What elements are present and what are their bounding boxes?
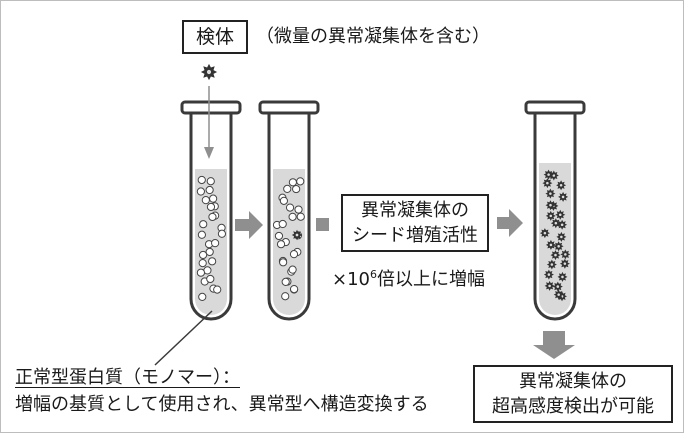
tube-3-aggregates (539, 169, 571, 302)
monomer-particle (211, 239, 220, 248)
monomer-particle (288, 178, 297, 187)
monomer-particle (205, 185, 214, 195)
amp-suffix: 倍以上に増幅 (377, 269, 485, 290)
aggregate-particle (550, 250, 561, 261)
monomer-particle (292, 184, 301, 194)
aggregate-particle (545, 200, 556, 211)
monomer-particle (296, 177, 305, 186)
aggregate-particle (542, 178, 553, 189)
aggregate-particle (558, 191, 569, 202)
aggregate-particle (543, 269, 554, 280)
sample-note: （微量の異常凝集体を含む） (256, 26, 490, 47)
aggregate-particle (550, 218, 561, 229)
monomer-particle (289, 250, 299, 259)
tube-1-rim (180, 100, 242, 115)
monomer-description: 増幅の基質として使用され、異常型へ構造変換する (15, 394, 429, 415)
aggregate-particle (553, 241, 564, 252)
aggregate-particle (291, 229, 303, 241)
aggregate-particle (546, 259, 557, 270)
monomer-particle (278, 219, 287, 229)
monomer-particle (196, 268, 206, 277)
monomer-particle (279, 196, 289, 205)
monomer-particle (206, 274, 215, 284)
monomer-particle (279, 258, 288, 267)
seeding-activity-line1: 異常凝集体の (361, 200, 469, 221)
test-tube-2 (258, 100, 320, 321)
monomer-particle (283, 184, 292, 193)
monomer-particle (198, 250, 208, 260)
monomer-particle (281, 292, 290, 301)
monomer-particle (208, 212, 217, 222)
monomer-particle (276, 240, 286, 249)
amp-exponent: 6 (370, 268, 377, 281)
aggregate-particle (552, 281, 563, 292)
monomer-particle (217, 229, 227, 238)
monomer-title: 正常型蛋白質（モノマー）： (15, 367, 240, 388)
monomer-particle (206, 177, 215, 186)
monomer-particle (197, 175, 206, 185)
aggregate-particle (556, 231, 567, 242)
aggregate-particle (559, 258, 570, 269)
aggregate-particle (543, 169, 554, 180)
monomer-particle (296, 212, 305, 221)
tube-2-rim (258, 100, 320, 115)
aggregate-particle (555, 209, 566, 220)
aggregate-particle (539, 228, 550, 239)
seeding-activity-box: 異常凝集体の シード増殖活性 (341, 194, 489, 252)
test-tube-3 (524, 100, 586, 321)
result-line1: 異常凝集体の (519, 371, 627, 392)
monomer-particle (213, 285, 222, 294)
aggregate-particle (557, 271, 568, 282)
monomer-particle (281, 277, 290, 287)
aggregate-particle (545, 210, 556, 221)
monomer-particle (288, 265, 297, 274)
monomer-particle (198, 258, 207, 268)
aggregate-particle (556, 180, 567, 191)
arrow-tube1-to-tube2 (235, 211, 263, 239)
arrow-down-to-result (533, 331, 575, 359)
aggregate-particle (553, 289, 564, 300)
aggregate-particle (544, 280, 555, 291)
sample-label-box: 検体 (182, 20, 248, 54)
monomer-leader-line (154, 310, 213, 366)
monomer-particle (198, 292, 207, 301)
monomer-particle (196, 187, 205, 196)
monomer-particle (294, 205, 303, 214)
seeding-activity-line2: シード増殖活性 (352, 225, 478, 246)
aggregate-particle (560, 249, 571, 260)
monomer-particle (274, 231, 284, 241)
amp-prefix: ×10 (332, 269, 370, 290)
arrow-to-tube3 (497, 209, 523, 237)
monomer-particle (285, 203, 295, 212)
monomer-particle (201, 196, 210, 205)
monomer-particle (290, 285, 299, 294)
sample-aggregate-particle (200, 63, 218, 81)
monomer-particle (208, 257, 217, 266)
monomer-particle (205, 247, 214, 257)
monomer-particle (288, 212, 297, 221)
amplification-factor: ×106倍以上に増幅 (332, 263, 485, 292)
tube-2-monomers (272, 177, 305, 301)
tube-3-rim (524, 100, 586, 115)
aggregate-particle (545, 188, 556, 199)
aggregate-particle (557, 219, 568, 230)
result-box: 異常凝集体の 超高感度検出が可能 (473, 365, 673, 423)
tube-1-monomers (196, 175, 227, 301)
aggregate-particle (545, 239, 556, 250)
arrow-tube2-tail (316, 218, 329, 231)
aggregate-particle (200, 63, 218, 81)
monomer-particle (199, 220, 208, 229)
result-line2: 超高感度検出が可能 (492, 396, 654, 417)
monomer-particle (209, 194, 218, 203)
test-tube-1 (180, 100, 242, 321)
monomer-particle (197, 230, 206, 239)
monomer-particle (206, 202, 216, 212)
injection-arrowhead (204, 147, 214, 159)
